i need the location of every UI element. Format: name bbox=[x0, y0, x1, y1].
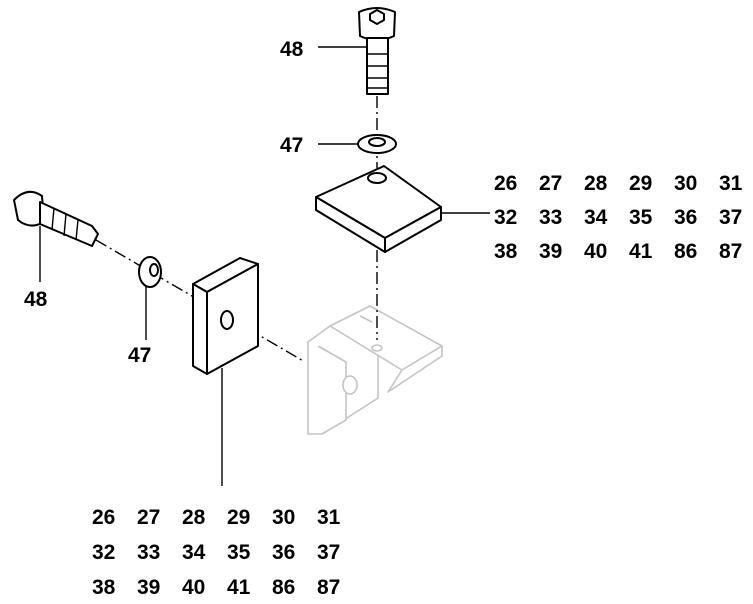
top-washer bbox=[357, 134, 397, 154]
ref-number: 32 bbox=[494, 206, 517, 229]
ref-grid-bottom: 26 27 28 29 30 31 32 33 34 35 36 37 38 3… bbox=[92, 506, 341, 599]
ref-number: 86 bbox=[272, 576, 295, 599]
ref-number: 26 bbox=[494, 172, 517, 195]
ref-number: 30 bbox=[674, 172, 697, 195]
ref-number: 87 bbox=[317, 576, 340, 599]
left-screw bbox=[13, 190, 99, 247]
ref-number: 87 bbox=[719, 240, 742, 263]
label-left-washer: 47 bbox=[128, 344, 151, 367]
ref-number: 27 bbox=[137, 506, 160, 529]
ref-number: 41 bbox=[629, 240, 653, 263]
ref-number: 26 bbox=[92, 506, 115, 529]
ref-number: 28 bbox=[182, 506, 206, 529]
ref-number: 29 bbox=[227, 506, 250, 529]
ref-number: 28 bbox=[584, 172, 608, 195]
ref-number: 32 bbox=[92, 541, 115, 564]
top-clamp-plate bbox=[315, 165, 442, 253]
ref-number: 35 bbox=[227, 541, 251, 564]
ref-number: 33 bbox=[539, 206, 562, 229]
ref-number: 37 bbox=[719, 206, 742, 229]
top-screw bbox=[358, 7, 396, 95]
ref-number: 38 bbox=[494, 240, 518, 263]
ref-number: 40 bbox=[182, 576, 205, 599]
label-left-screw: 48 bbox=[24, 288, 48, 311]
ref-number: 39 bbox=[137, 576, 160, 599]
ref-number: 37 bbox=[317, 541, 340, 564]
label-top-screw: 48 bbox=[280, 38, 304, 61]
ref-number: 30 bbox=[272, 506, 295, 529]
ref-number: 36 bbox=[674, 206, 697, 229]
ref-number: 38 bbox=[92, 576, 116, 599]
ref-number: 27 bbox=[539, 172, 562, 195]
ref-number: 33 bbox=[137, 541, 160, 564]
ref-number: 29 bbox=[629, 172, 652, 195]
ref-number: 31 bbox=[719, 172, 743, 195]
ref-number: 31 bbox=[317, 506, 341, 529]
label-top-washer: 47 bbox=[280, 134, 303, 157]
left-washer bbox=[138, 256, 162, 288]
ref-number: 41 bbox=[227, 576, 251, 599]
ref-grid-top: 26 27 28 29 30 31 32 33 34 35 36 37 38 3… bbox=[494, 172, 743, 263]
ref-number: 36 bbox=[272, 541, 295, 564]
ref-number: 35 bbox=[629, 206, 653, 229]
ref-number: 34 bbox=[182, 541, 206, 564]
ref-number: 40 bbox=[584, 240, 607, 263]
left-clamp-plate bbox=[192, 257, 259, 375]
mounting-bracket bbox=[307, 305, 443, 435]
ref-number: 86 bbox=[674, 240, 697, 263]
ref-number: 39 bbox=[539, 240, 562, 263]
ref-number: 34 bbox=[584, 206, 608, 229]
